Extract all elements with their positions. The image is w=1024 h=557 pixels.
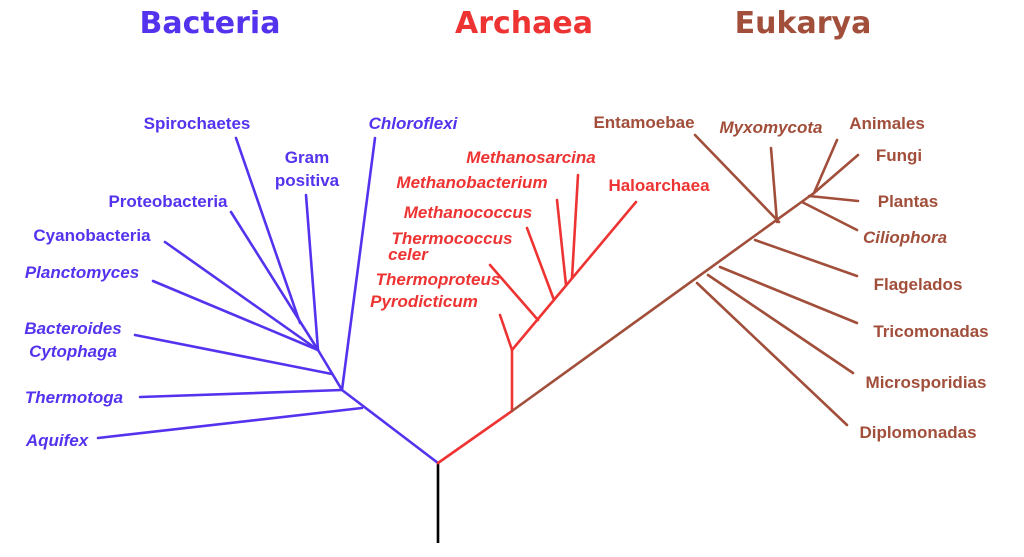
bacteria-labels: Spirochaetes Gram positiva Chloroflexi P…: [24, 114, 458, 450]
label-thermotoga: Thermotoga: [25, 388, 123, 407]
label-cyanobacteria: Cyanobacteria: [33, 226, 151, 245]
label-gram-positiva-line2: positiva: [275, 171, 340, 190]
branch-flagelados: [753, 238, 859, 278]
branch-spirochaetes: [234, 136, 302, 325]
branch-cyanobacteria: [163, 240, 320, 352]
label-gram-positiva-line1: Gram: [285, 148, 329, 167]
label-animales: Animales: [849, 114, 925, 133]
archaea-inner: [510, 200, 638, 352]
branch-thermococcus: [488, 263, 540, 322]
domain-title-bacteria: Bacteria: [140, 6, 281, 41]
label-thermococcus-line1: Thermococcus: [392, 229, 513, 248]
branch-methanosarcina: [570, 173, 580, 280]
branch-gram-positiva: [304, 193, 320, 352]
bacteria-inner: [316, 348, 344, 392]
branch-entamoebae: [693, 133, 781, 224]
label-myxomycota: Myxomycota: [720, 118, 823, 137]
branch-myxomycota: [769, 146, 779, 224]
archaea-labels: Methanosarcina Methanobacterium Haloarch…: [370, 148, 710, 311]
archaea-branches: [436, 173, 638, 465]
bacteria-trunk: [340, 388, 440, 465]
eukarya-labels: Entamoebae Myxomycota Animales Fungi Pla…: [593, 113, 988, 442]
branch-pyrodicticum: [498, 313, 514, 352]
label-methanococcus: Methanococcus: [404, 203, 532, 222]
label-proteobacteria: Proteobacteria: [108, 192, 228, 211]
label-thermococcus-line2: celer: [388, 245, 429, 264]
branch-aquifex: [96, 406, 364, 440]
label-bacteroides-line2: Cytophaga: [29, 342, 117, 361]
label-microsporidias: Microsporidias: [866, 373, 987, 392]
label-spirochaetes: Spirochaetes: [144, 114, 251, 133]
label-planctomyces: Planctomyces: [25, 263, 139, 282]
label-diplomonadas: Diplomonadas: [859, 423, 976, 442]
label-aquifex: Aquifex: [25, 431, 90, 450]
label-methanobacterium: Methanobacterium: [396, 173, 547, 192]
branch-tricomonadas: [718, 265, 859, 325]
label-haloarchaea: Haloarchaea: [608, 176, 710, 195]
label-methanosarcina: Methanosarcina: [466, 148, 595, 167]
branch-chloroflexi: [340, 136, 377, 392]
label-thermoproteus: Thermoproteus: [376, 270, 501, 289]
branch-bacteroides: [133, 333, 334, 376]
label-fungi: Fungi: [876, 146, 922, 165]
branch-animales: [812, 138, 839, 195]
label-entamoebae: Entamoebae: [593, 113, 694, 132]
branch-fungi: [812, 153, 860, 195]
branch-planctomyces: [151, 279, 320, 352]
label-plantas: Plantas: [878, 192, 938, 211]
branch-methanococcus: [525, 226, 556, 302]
domain-title-eukarya: Eukarya: [735, 6, 872, 41]
label-chloroflexi: Chloroflexi: [369, 114, 459, 133]
archaea-trunk: [436, 409, 514, 465]
branch-microsporidias: [706, 273, 855, 375]
branch-thermotoga: [138, 388, 344, 399]
label-flagelados: Flagelados: [874, 275, 963, 294]
label-ciliophora: Ciliophora: [863, 228, 947, 247]
eukarya-trunk: [510, 191, 816, 413]
bacteria-branches: [96, 136, 440, 465]
domain-title-archaea: Archaea: [455, 6, 593, 41]
eukarya-branches: [510, 133, 860, 427]
label-bacteroides-line1: Bacteroides: [24, 319, 121, 338]
label-pyrodicticum: Pyrodicticum: [370, 292, 478, 311]
branch-methanobacterium: [555, 198, 568, 287]
branch-diplomonadas: [695, 281, 849, 427]
branch-ciliophora: [800, 200, 859, 232]
branch-plantas: [807, 194, 860, 203]
branch-proteobacteria: [229, 210, 320, 352]
label-tricomonadas: Tricomonadas: [873, 322, 988, 341]
